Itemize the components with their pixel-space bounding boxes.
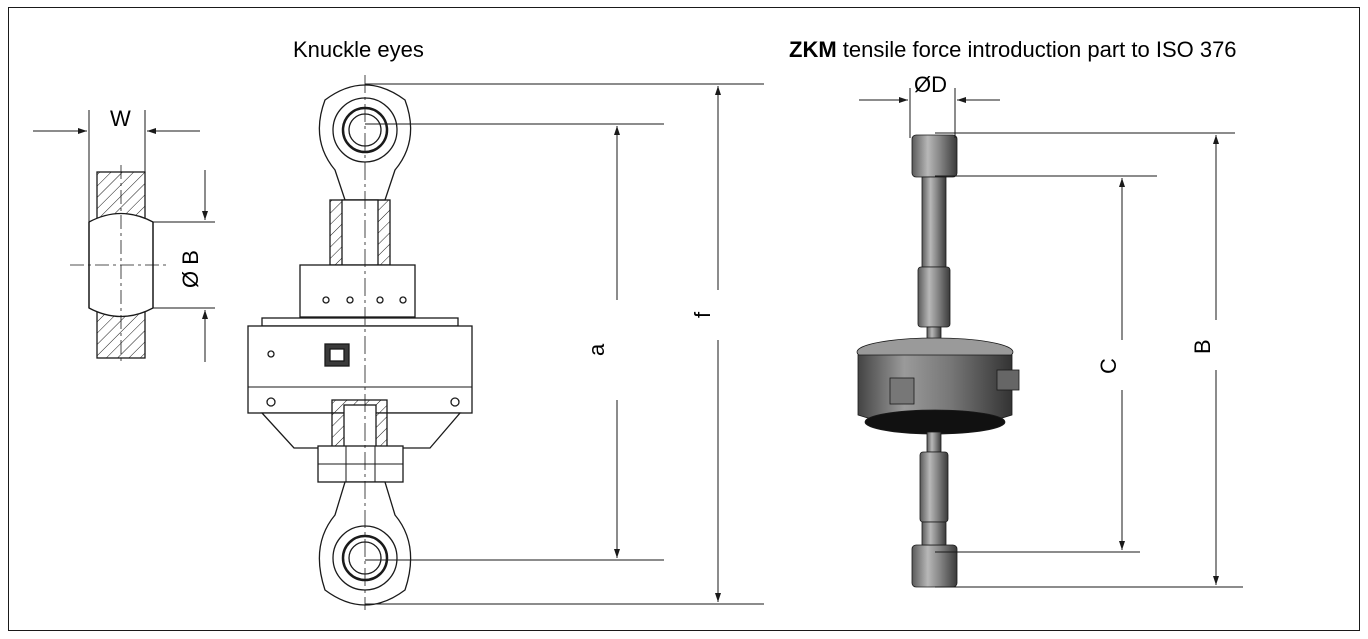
dimension-d-diameter — [859, 88, 1000, 138]
knuckle-eye-assembly — [247, 75, 473, 610]
label-a: a — [584, 343, 609, 356]
dimension-a — [365, 123, 664, 561]
label-c: C — [1096, 358, 1121, 374]
zkm-title: ZKM tensile force introduction part to I… — [789, 37, 1237, 63]
label-d-diameter: ØD — [914, 72, 947, 97]
dimension-f — [365, 83, 764, 605]
knuckle-eyes-title: Knuckle eyes — [293, 37, 424, 62]
label-w: W — [110, 106, 131, 131]
zkm-title-bold: ZKM — [789, 37, 837, 62]
label-b-diameter: Ø B — [178, 250, 203, 288]
zkm-force-part — [856, 134, 1020, 588]
dimension-w — [33, 110, 200, 222]
zkm-title-rest: tensile force introduction part to ISO 3… — [836, 37, 1237, 62]
bearing-section — [70, 165, 170, 365]
label-f: f — [690, 311, 715, 318]
label-b: B — [1190, 339, 1215, 354]
dimension-b-diameter — [153, 170, 215, 362]
dimension-b — [935, 132, 1243, 588]
dimension-c — [935, 175, 1157, 553]
drawing-frame — [8, 7, 1360, 631]
